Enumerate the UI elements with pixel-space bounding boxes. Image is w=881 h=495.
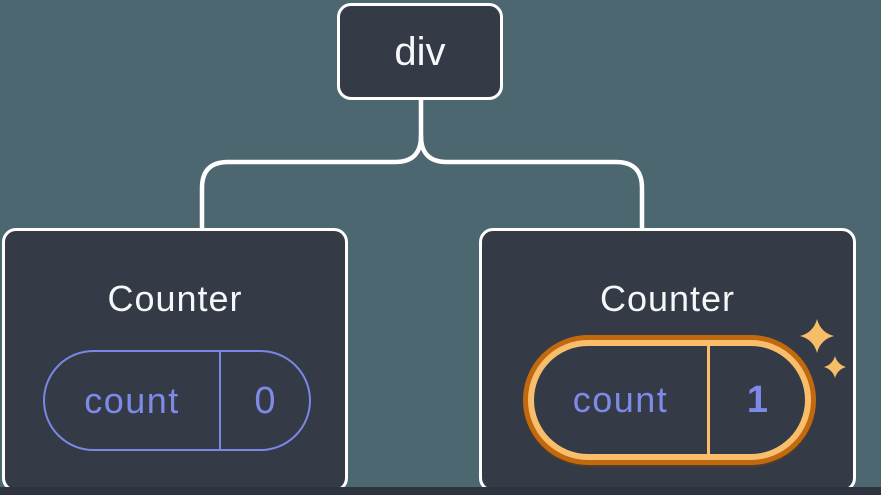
state-key-label: count bbox=[572, 379, 669, 420]
connector-left-path bbox=[199, 95, 424, 235]
counter-node-left: Counter count 0 bbox=[2, 228, 348, 492]
page-background-strip bbox=[0, 487, 881, 495]
state-key-label: count bbox=[84, 379, 180, 421]
sparkle-large bbox=[800, 319, 834, 353]
connector-right-path bbox=[418, 133, 645, 235]
state-update-highlight-ring: count 1 bbox=[523, 335, 816, 465]
state-value-cell: 1 bbox=[710, 346, 805, 454]
counter-title: Counter bbox=[599, 278, 736, 319]
state-key-cell: count bbox=[45, 352, 221, 449]
state-key-cell: count bbox=[534, 346, 710, 454]
root-node-div: div bbox=[337, 3, 503, 100]
state-pill: count 1 bbox=[534, 346, 805, 454]
counter-node-right: Counter count 1 bbox=[479, 228, 856, 492]
sparkle-small bbox=[824, 356, 846, 378]
sparkle-icon bbox=[800, 319, 846, 378]
root-node-label: div bbox=[394, 29, 446, 74]
state-value: 1 bbox=[746, 379, 769, 421]
state-pill: count 0 bbox=[43, 350, 311, 451]
counter-title: Counter bbox=[107, 278, 243, 319]
state-value: 0 bbox=[254, 379, 276, 422]
state-value-cell: 0 bbox=[221, 352, 309, 449]
